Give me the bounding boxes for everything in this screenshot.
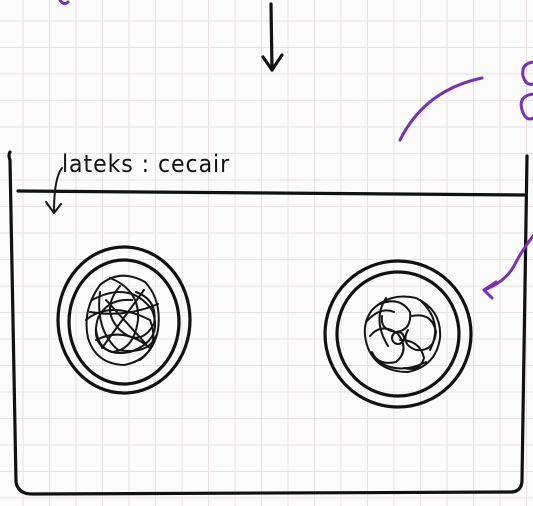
purple-pointer-arrow bbox=[482, 234, 533, 300]
purple-letters-fragment bbox=[519, 60, 533, 121]
tangled-coil-left bbox=[85, 274, 160, 366]
container-outline bbox=[7, 150, 529, 496]
right-particle bbox=[323, 259, 473, 409]
liquid-surface-line bbox=[16, 189, 526, 197]
purple-arrow-top-right bbox=[398, 76, 484, 142]
label-pointer-arrow bbox=[45, 167, 63, 214]
diagram-label: lateks : cecair bbox=[62, 150, 231, 178]
purple-stroke-top bbox=[58, 0, 70, 6]
down-arrow-icon bbox=[261, 2, 284, 72]
tangled-coil-right bbox=[363, 295, 442, 373]
left-particle bbox=[56, 245, 192, 395]
